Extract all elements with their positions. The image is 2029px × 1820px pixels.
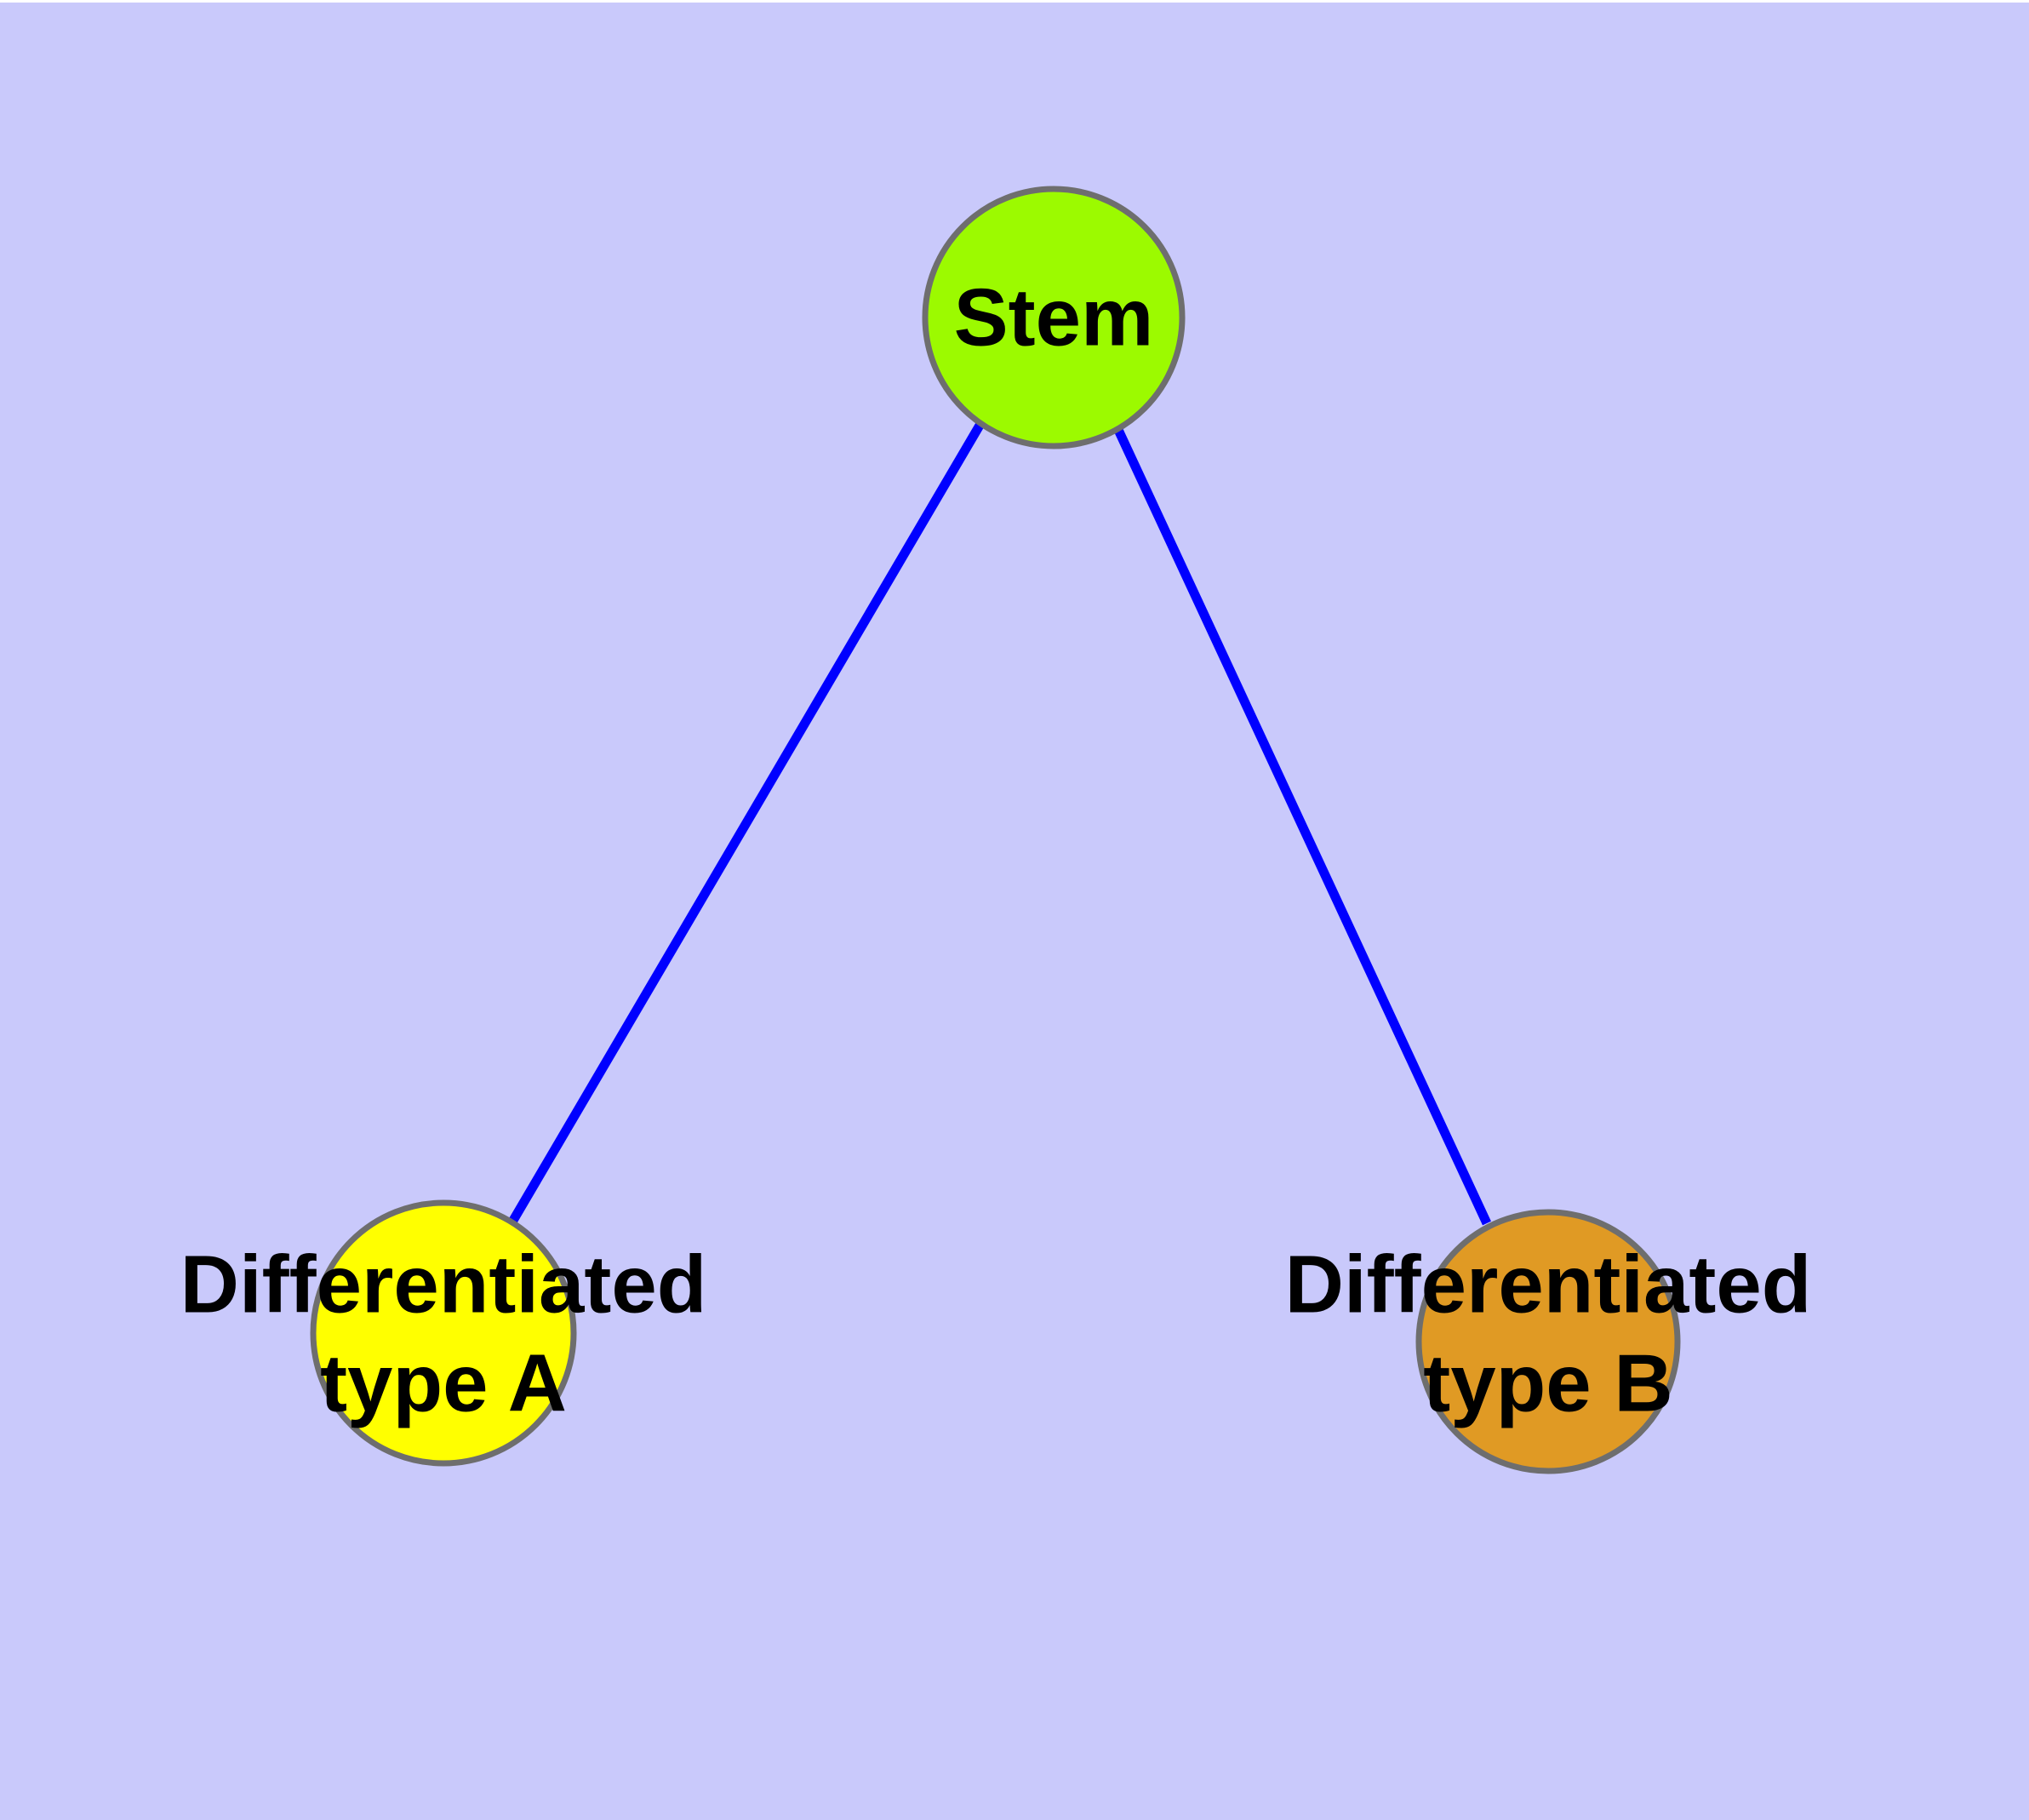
node-stem-circle[interactable] (922, 186, 1186, 449)
node-diff-b-label-line2: type B (1423, 1337, 1672, 1428)
node-stem[interactable] (922, 186, 1186, 449)
edge-layer (507, 421, 1491, 1226)
node-diff-b-label-line1: Differentiated (1285, 1239, 1812, 1330)
node-diff-a[interactable] (310, 1199, 577, 1467)
node-diff-a-circle[interactable] (310, 1199, 577, 1467)
node-diff-b-circle[interactable] (1415, 1209, 1681, 1474)
node-diff-a-label-line2: type A (320, 1337, 567, 1428)
node-layer (310, 186, 1681, 1474)
node-stem-label: Stem (954, 272, 1154, 363)
label-layer: Stem Differentiated type A Differentiate… (180, 272, 1812, 1428)
edge-stem-to-diff-a[interactable] (507, 421, 985, 1226)
node-diff-a-label-line1: Differentiated (180, 1239, 707, 1330)
node-diff-b[interactable] (1415, 1209, 1681, 1474)
edge-stem-to-diff-b[interactable] (1114, 427, 1491, 1226)
